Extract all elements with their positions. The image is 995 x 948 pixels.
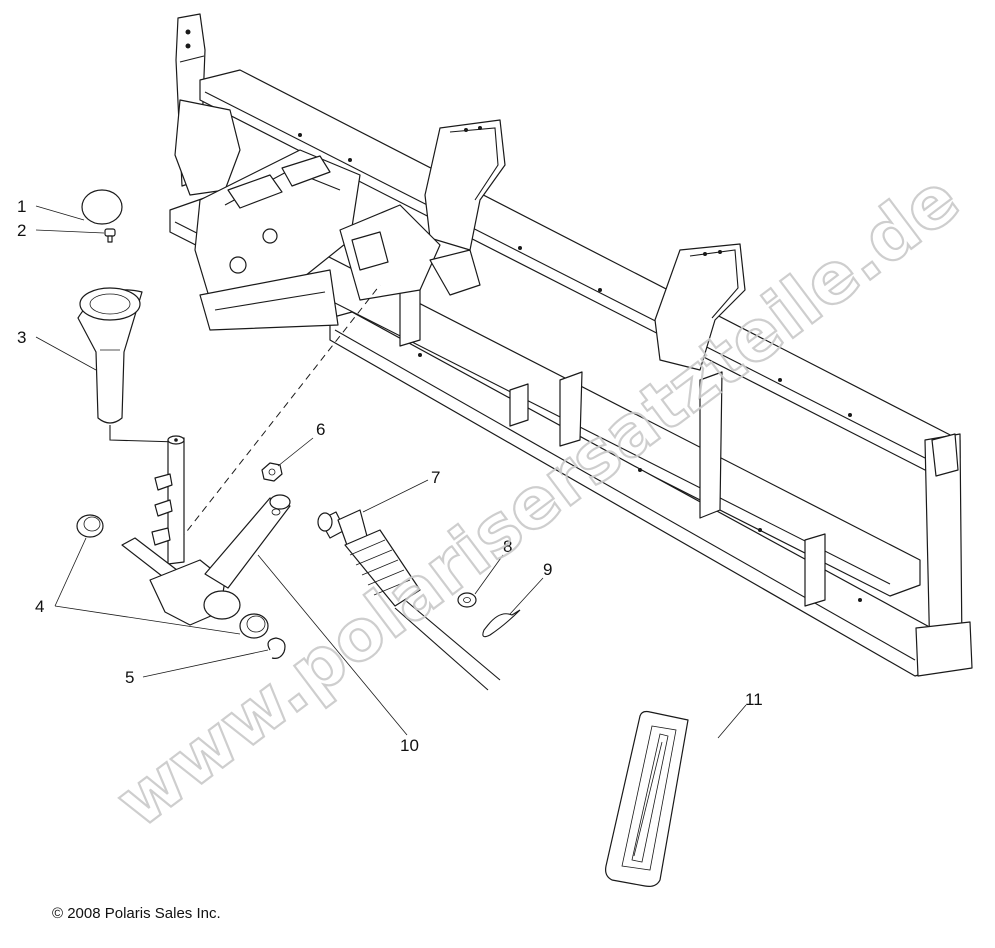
callout-10: 10 [400,736,419,755]
callout-4: 4 [35,597,44,616]
part-1-cap [81,189,123,225]
part-3-shift-knob [77,287,179,465]
frame-assembly [169,13,973,677]
callout-7: 7 [431,468,440,487]
part-2-screw [104,228,116,243]
part-7-shift-cable [317,509,501,691]
callout-8: 8 [503,537,512,556]
callout-2: 2 [17,221,26,240]
callout-6: 6 [316,420,325,439]
part-9-hair-pin [482,609,521,638]
part-8-washer [457,592,477,608]
callout-5: 5 [125,668,134,687]
callout-11: 11 [745,690,763,709]
part-11-boot [605,710,689,887]
part-4-bushing-lower [239,613,269,639]
callout-3: 3 [17,328,26,347]
callout-9: 9 [543,560,552,579]
part-5-clip [267,637,286,659]
callout-numbers: 1 2 3 4 5 6 7 8 9 10 11 [17,197,763,755]
copyright-notice: © 2008 Polaris Sales Inc. [52,905,221,922]
leader-lines [35,205,747,739]
callout-1: 1 [17,197,26,216]
part-4-bushing-upper [76,514,104,538]
part-6-nut [261,462,283,482]
part-10-shift-lever [121,435,291,626]
